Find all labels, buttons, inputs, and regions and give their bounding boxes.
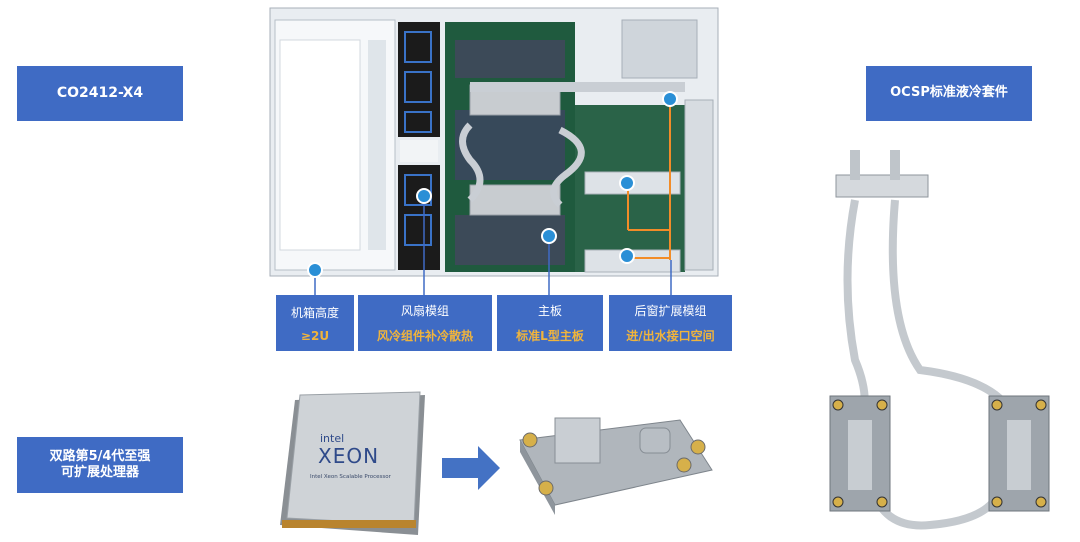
fan-modules	[398, 22, 440, 270]
callout-fan-module: 风扇模组 风冷组件补冷散热	[358, 295, 492, 351]
cpu-label: 双路第5/4代至强 可扩展处理器	[17, 437, 183, 493]
callout-subtitle: 标准L型主板	[516, 329, 584, 343]
right-arrow-icon	[442, 446, 500, 490]
callout-chassis-height: 机箱高度 ≥2U	[276, 295, 354, 351]
callout-motherboard: 主板 标准L型主板	[497, 295, 603, 351]
cpu-product: XEON	[318, 444, 379, 468]
callout-title: 风扇模组	[400, 304, 449, 318]
callout-title: 后窗扩展模组	[634, 304, 707, 318]
cpu-label-line1: 双路第5/4代至强	[49, 448, 151, 464]
model-label: CO2412-X4	[17, 66, 183, 121]
callout-title: 主板	[537, 304, 562, 318]
server-chassis-image	[269, 7, 719, 296]
ocsp-label: OCSP标准液冷套件	[866, 66, 1032, 121]
xeon-cpu-image: intel XEON Intel Xeon Scalable Processor	[280, 391, 425, 535]
callout-rear-expansion: 后窗扩展模组 进/出水接口空间	[609, 295, 732, 351]
cpu-label-line2: 可扩展处理器	[60, 465, 139, 480]
cpu-brand: intel	[320, 432, 344, 445]
cpu-tagline: Intel Xeon Scalable Processor	[310, 474, 392, 480]
callout-subtitle: 风冷组件补冷散热	[376, 329, 473, 343]
callout-subtitle: 进/出水接口空间	[626, 329, 715, 343]
callout-subtitle: ≥2U	[300, 328, 330, 343]
callout-markers	[307, 91, 678, 296]
cold-plate-image	[519, 417, 713, 515]
ocsp-cooling-kit-image	[829, 150, 1050, 530]
callout-title: 机箱高度	[290, 305, 339, 320]
